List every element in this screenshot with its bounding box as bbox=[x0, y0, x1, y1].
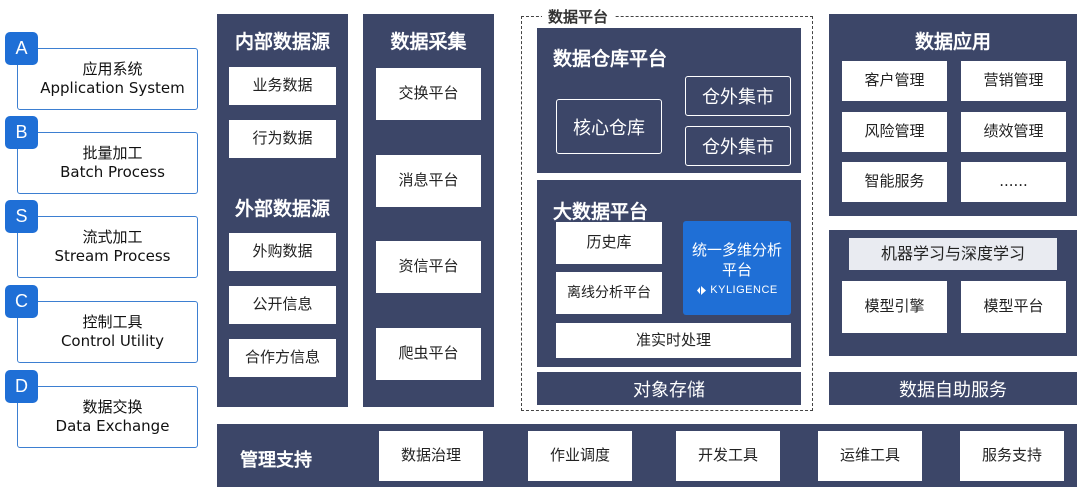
source-business-data: 业务数据 bbox=[229, 67, 336, 105]
data-applications-title: 数据应用 bbox=[914, 31, 991, 53]
olap-platform-label: 统一多维分析平台 bbox=[692, 240, 783, 279]
sidebar-item-cn: 批量加工 bbox=[82, 144, 143, 163]
mgmt-dev-tools: 开发工具 bbox=[676, 431, 780, 481]
warehouse-panel bbox=[537, 28, 801, 173]
warehouse-title: 数据仓库平台 bbox=[553, 48, 668, 70]
app-customer-management: 客户管理 bbox=[842, 61, 947, 101]
sidebar-item-en: Control Utility bbox=[60, 332, 165, 350]
app-risk-management: 风险管理 bbox=[842, 112, 947, 152]
sidebar-item-cn: 数据交换 bbox=[82, 398, 143, 417]
sidebar-item-cn: 控制工具 bbox=[82, 313, 143, 332]
external-sources-title: 外部数据源 bbox=[234, 198, 330, 220]
source-partner-info: 合作方信息 bbox=[229, 339, 336, 377]
collection-message-platform: 消息平台 bbox=[376, 155, 481, 207]
ml-title: 机器学习与深度学习 bbox=[849, 238, 1057, 270]
badge-d: D bbox=[5, 370, 38, 403]
collection-crawler-platform: 爬虫平台 bbox=[376, 328, 481, 380]
mgmt-ops-tools: 运维工具 bbox=[818, 431, 922, 481]
data-mart-2: 仓外集市 bbox=[685, 126, 791, 166]
sidebar-item-cn: 流式加工 bbox=[82, 228, 143, 247]
object-storage: 对象存储 bbox=[537, 372, 801, 405]
kyligence-logo-text: KYLIGENCE bbox=[710, 284, 778, 297]
sidebar-item-cn: 应用系统 bbox=[82, 60, 143, 79]
badge-c: C bbox=[5, 285, 38, 318]
mgmt-job-scheduling: 作业调度 bbox=[528, 431, 632, 481]
sidebar-item-stream-process: 流式加工 Stream Process bbox=[17, 216, 198, 278]
data-collection-title: 数据采集 bbox=[390, 31, 467, 53]
sidebar-item-en: Batch Process bbox=[60, 163, 165, 181]
sidebar-item-application-system: 应用系统 Application System bbox=[17, 48, 198, 110]
badge-b: B bbox=[5, 116, 38, 149]
data-platform-frame bbox=[521, 16, 813, 411]
collection-credit-platform: 资信平台 bbox=[376, 241, 481, 293]
source-behavior-data: 行为数据 bbox=[229, 120, 336, 158]
history-db: 历史库 bbox=[556, 222, 662, 264]
badge-a: A bbox=[5, 32, 38, 65]
kyligence-logo: KYLIGENCE bbox=[696, 284, 777, 296]
management-title: 管理支持 bbox=[240, 450, 312, 471]
kyligence-mark-icon bbox=[697, 285, 707, 295]
sidebar-item-batch-process: 批量加工 Batch Process bbox=[17, 132, 198, 194]
internal-sources-title: 内部数据源 bbox=[234, 31, 330, 53]
sidebar-item-en: Stream Process bbox=[54, 247, 171, 265]
app-more: ...... bbox=[961, 162, 1066, 202]
source-purchased-data: 外购数据 bbox=[229, 233, 336, 271]
mgmt-service-support: 服务支持 bbox=[960, 431, 1064, 481]
offline-analysis-platform: 离线分析平台 bbox=[556, 272, 662, 314]
management-panel bbox=[217, 424, 1077, 487]
core-warehouse: 核心仓库 bbox=[556, 99, 662, 154]
bigdata-title: 大数据平台 bbox=[553, 201, 649, 223]
sidebar-item-control-utility: 控制工具 Control Utility bbox=[17, 301, 198, 363]
model-engine: 模型引擎 bbox=[842, 281, 947, 333]
collection-exchange-platform: 交换平台 bbox=[376, 68, 481, 120]
mgmt-data-governance: 数据治理 bbox=[379, 431, 483, 481]
sidebar-item-en: Data Exchange bbox=[55, 417, 170, 435]
badge-s: S bbox=[5, 200, 38, 233]
app-intelligent-service: 智能服务 bbox=[842, 162, 947, 202]
source-public-info: 公开信息 bbox=[229, 286, 336, 324]
app-marketing-management: 营销管理 bbox=[961, 61, 1066, 101]
data-self-service: 数据自助服务 bbox=[829, 372, 1077, 405]
model-platform: 模型平台 bbox=[961, 281, 1066, 333]
olap-platform: 统一多维分析平台 KYLIGENCE bbox=[683, 221, 791, 315]
app-performance-management: 绩效管理 bbox=[961, 112, 1066, 152]
sidebar-item-en: Application System bbox=[40, 79, 185, 97]
data-mart-1: 仓外集市 bbox=[685, 76, 791, 116]
realtime-processing: 准实时处理 bbox=[556, 323, 791, 358]
sidebar-item-data-exchange: 数据交换 Data Exchange bbox=[17, 386, 198, 448]
data-platform-label: 数据平台 bbox=[542, 6, 615, 27]
